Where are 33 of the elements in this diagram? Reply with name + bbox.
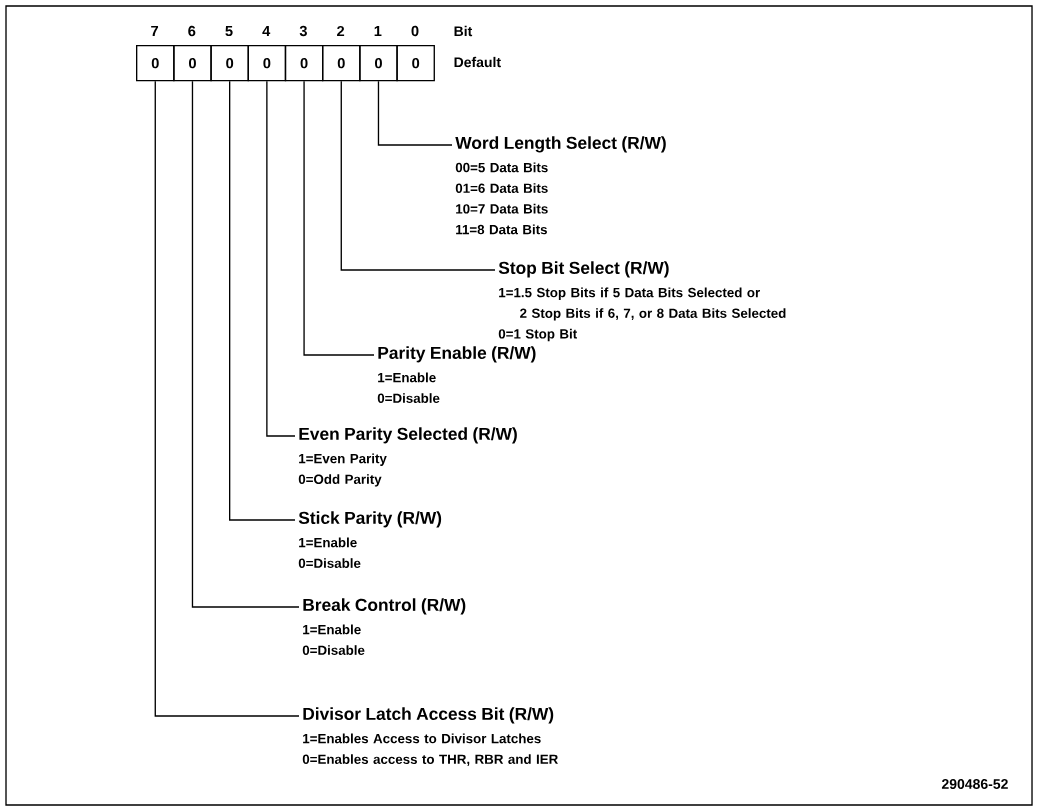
bit-number: 7 xyxy=(151,25,159,37)
field-description: Parity Enable (R/W) 1=Enable 0=Disable xyxy=(377,346,536,403)
field-description: Stop Bit Select (R/W) 1=1.5 Stop Bits if 5 Data Bits Selected or 2 Stop Bits if 6, 7, or 8 Data Bits Selected 0=1 Stop Bit xyxy=(498,261,786,342)
field-description: Break Control (R/W) 1=Enable 0=Disable xyxy=(302,598,466,655)
leader-line xyxy=(377,80,453,146)
bit-number: 3 xyxy=(299,25,307,37)
leader-line xyxy=(191,80,300,608)
bit-cell: 0 xyxy=(359,45,398,82)
bit-cell: 0 xyxy=(173,45,212,82)
bit-number: 5 xyxy=(225,25,233,37)
bit-number: 6 xyxy=(188,25,196,37)
figure-number: 290486-52 xyxy=(941,779,1008,789)
field-description: Stick Parity (R/W) 1=Enable 0=Disable xyxy=(298,511,442,568)
row-label: Bit xyxy=(454,25,473,37)
leader-line xyxy=(340,80,496,271)
bit-cell: 0 xyxy=(322,45,361,82)
bit-number: 0 xyxy=(411,25,419,37)
bit-number: 1 xyxy=(374,25,382,37)
bit-cell: 0 xyxy=(136,45,175,82)
row-label: Default xyxy=(454,56,501,68)
bit-cell: 0 xyxy=(396,45,435,82)
bit-cell: 0 xyxy=(284,45,324,82)
leader-line xyxy=(266,80,296,437)
field-description: Even Parity Selected (R/W) 1=Even Parity 0=Odd Parity xyxy=(298,427,517,487)
bit-cell: 0 xyxy=(210,45,249,82)
bit-cell: 0 xyxy=(247,45,287,82)
bit-number: 4 xyxy=(262,25,271,37)
leader-line xyxy=(229,80,296,521)
leader-line xyxy=(303,80,375,356)
field-description: Divisor Latch Access Bit (R/W) 1=Enables Access to Divisor Latches 0=Enables access to THR, RBR and IER xyxy=(302,707,558,766)
leader-line xyxy=(154,80,300,717)
field-description: Word Length Select (R/W) 00=5 Data Bits 01=6 Data Bits 10=7 Data Bits 11=8 Data Bits xyxy=(455,136,666,235)
bit-number: 2 xyxy=(337,25,345,37)
